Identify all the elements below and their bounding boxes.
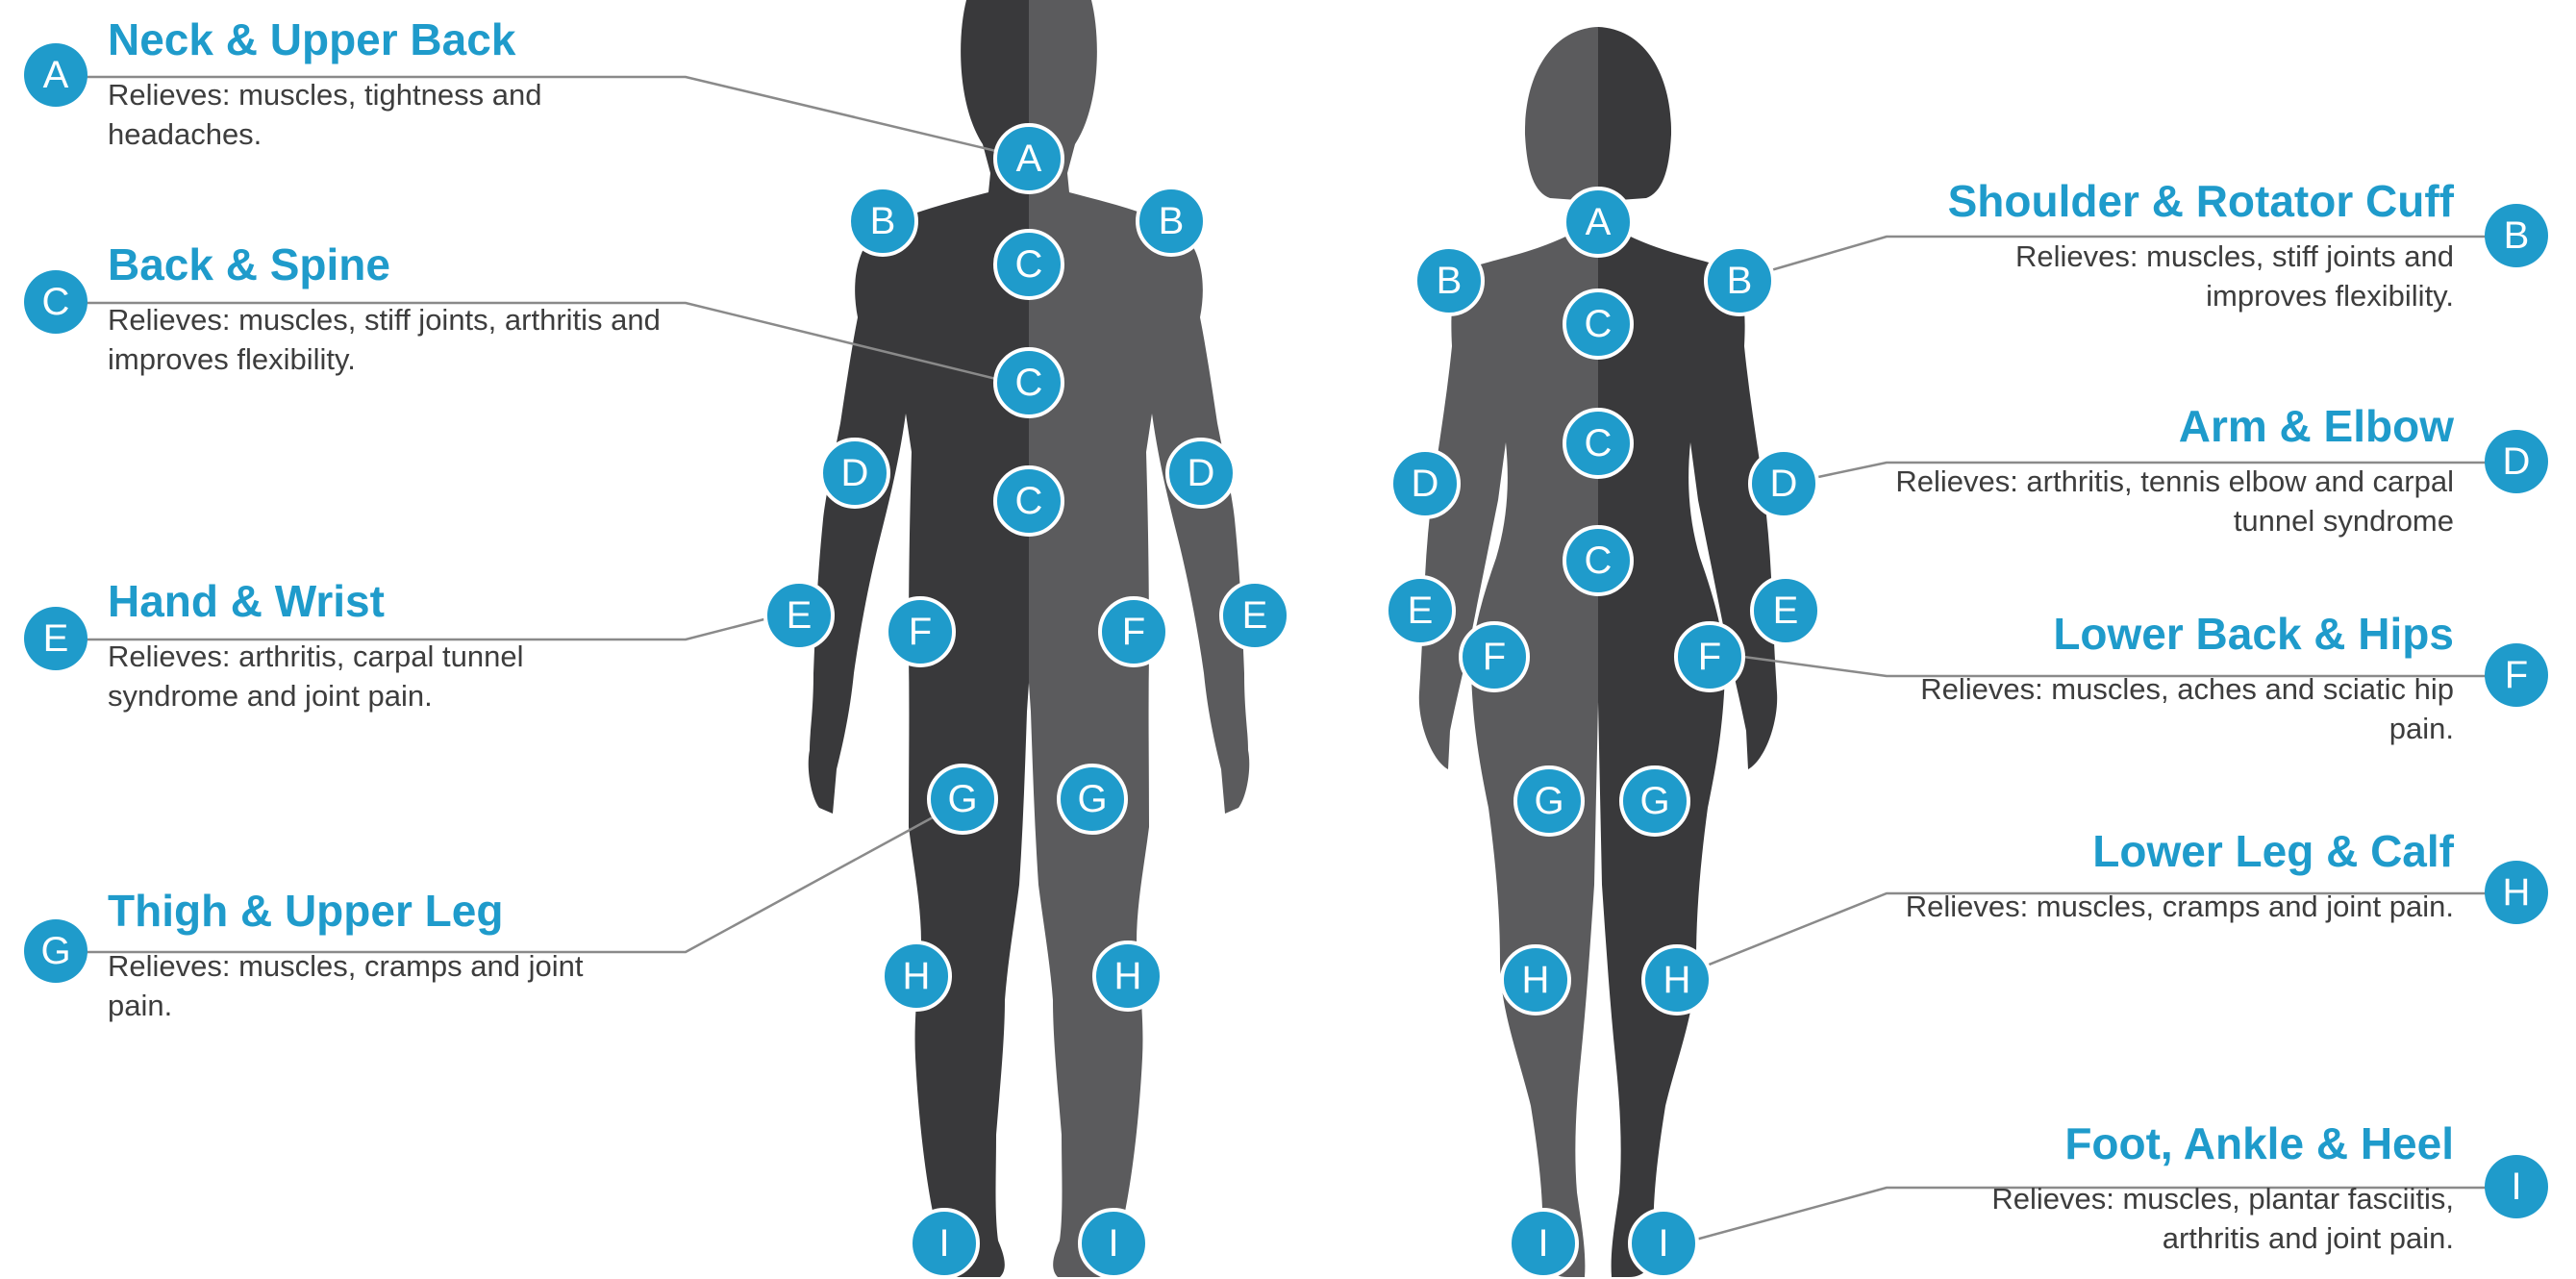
female-marker: C bbox=[1563, 408, 1634, 479]
legend-foot-ankle-heel: Foot, Ankle & Heel Relieves: muscles, pl… bbox=[1887, 1117, 2454, 1258]
legend-thigh-upper-leg: Thigh & Upper Leg Relieves: muscles, cra… bbox=[108, 885, 598, 1025]
female-figure-light-half bbox=[1419, 231, 1598, 1277]
female-marker: D bbox=[1748, 448, 1819, 519]
female-marker: G bbox=[1619, 765, 1690, 837]
female-marker: C bbox=[1563, 525, 1634, 596]
legend-title: Arm & Elbow bbox=[1887, 400, 2454, 452]
male-marker: C bbox=[993, 465, 1064, 537]
legend-title: Thigh & Upper Leg bbox=[108, 885, 598, 937]
male-marker: H bbox=[881, 940, 952, 1012]
legend-title: Hand & Wrist bbox=[108, 575, 646, 627]
legend-hand-wrist: Hand & Wrist Relieves: arthritis, carpal… bbox=[108, 575, 646, 715]
legend-description: Relieves: arthritis, tennis elbow and ca… bbox=[1887, 462, 2454, 540]
legend-description: Relieves: muscles, stiff joints and impr… bbox=[1887, 237, 2454, 315]
legend-badge-d: D bbox=[2485, 430, 2548, 493]
female-marker: E bbox=[1750, 575, 1821, 646]
female-marker: H bbox=[1641, 944, 1713, 1016]
male-marker: A bbox=[993, 123, 1064, 194]
female-marker: F bbox=[1674, 621, 1745, 692]
male-marker: I bbox=[909, 1208, 980, 1279]
legend-description: Relieves: muscles, plantar fasciitis, ar… bbox=[1887, 1179, 2454, 1258]
male-marker: C bbox=[993, 347, 1064, 418]
legend-badge-b: B bbox=[2485, 204, 2548, 267]
female-marker: I bbox=[1508, 1208, 1579, 1279]
female-marker: H bbox=[1500, 944, 1571, 1016]
legend-badge-g: G bbox=[24, 919, 88, 983]
legend-badge-e: E bbox=[24, 607, 88, 670]
legend-title: Shoulder & Rotator Cuff bbox=[1887, 175, 2454, 227]
male-marker: B bbox=[847, 186, 918, 257]
legend-arm-elbow: Arm & Elbow Relieves: arthritis, tennis … bbox=[1887, 400, 2454, 540]
male-marker: E bbox=[1219, 580, 1290, 651]
female-marker: E bbox=[1385, 575, 1456, 646]
legend-title: Foot, Ankle & Heel bbox=[1887, 1117, 2454, 1169]
male-marker: G bbox=[1057, 764, 1128, 835]
male-marker: F bbox=[1098, 596, 1169, 667]
male-marker: G bbox=[927, 764, 998, 835]
legend-description: Relieves: muscles, cramps and joint pain… bbox=[108, 946, 598, 1025]
male-marker: I bbox=[1078, 1208, 1149, 1279]
female-figure-dark-half bbox=[1598, 231, 1777, 1277]
legend-description: Relieves: muscles, cramps and joint pain… bbox=[1887, 887, 2454, 926]
female-marker: I bbox=[1628, 1208, 1699, 1279]
male-marker: C bbox=[993, 229, 1064, 300]
female-marker: A bbox=[1563, 187, 1634, 258]
legend-title: Back & Spine bbox=[108, 238, 665, 290]
female-marker: G bbox=[1513, 765, 1585, 837]
legend-back-spine: Back & Spine Relieves: muscles, stiff jo… bbox=[108, 238, 665, 379]
legend-description: Relieves: muscles, stiff joints, arthrit… bbox=[108, 300, 665, 379]
legend-badge-f: F bbox=[2485, 643, 2548, 707]
male-marker: D bbox=[819, 438, 890, 509]
female-marker: C bbox=[1563, 288, 1634, 360]
female-marker: B bbox=[1704, 245, 1775, 316]
legend-title: Lower Back & Hips bbox=[1887, 608, 2454, 660]
female-marker: D bbox=[1389, 448, 1461, 519]
male-marker: F bbox=[885, 596, 956, 667]
legend-badge-h: H bbox=[2485, 861, 2548, 924]
legend-description: Relieves: muscles, aches and sciatic hip… bbox=[1887, 669, 2454, 748]
male-marker: H bbox=[1092, 940, 1163, 1012]
female-marker: B bbox=[1413, 245, 1485, 316]
female-marker: F bbox=[1459, 621, 1530, 692]
legend-neck-upper-back: Neck & Upper Back Relieves: muscles, tig… bbox=[108, 13, 704, 154]
legend-badge-i: I bbox=[2485, 1155, 2548, 1218]
male-marker: E bbox=[763, 580, 835, 651]
male-marker: D bbox=[1165, 438, 1237, 509]
legend-shoulder-rotator-cuff: Shoulder & Rotator Cuff Relieves: muscle… bbox=[1887, 175, 2454, 315]
legend-description: Relieves: arthritis, carpal tunnel syndr… bbox=[108, 637, 646, 715]
legend-title: Neck & Upper Back bbox=[108, 13, 704, 65]
male-marker: B bbox=[1136, 186, 1207, 257]
legend-lower-back-hips: Lower Back & Hips Relieves: muscles, ach… bbox=[1887, 608, 2454, 748]
legend-badge-c: C bbox=[24, 270, 88, 334]
legend-description: Relieves: muscles, tightness and headach… bbox=[108, 75, 704, 154]
legend-badge-a: A bbox=[24, 43, 88, 107]
legend-title: Lower Leg & Calf bbox=[1887, 825, 2454, 877]
legend-lower-leg-calf: Lower Leg & Calf Relieves: muscles, cram… bbox=[1887, 825, 2454, 926]
